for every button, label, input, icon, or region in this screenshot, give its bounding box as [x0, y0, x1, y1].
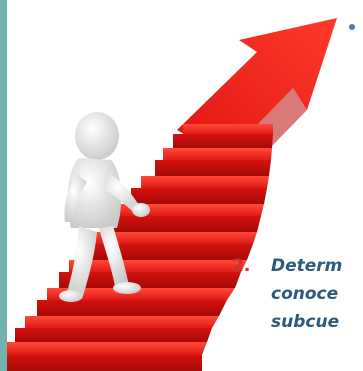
list-item-first-line: 2. Determ — [232, 252, 363, 280]
list-item-text-line-3: subcue — [271, 312, 340, 332]
slide-frame-border — [0, 0, 7, 371]
numbered-list-item: 2. Determ conoce subcue — [232, 252, 363, 336]
climbing-figure — [59, 112, 150, 302]
red-staircase — [7, 124, 273, 371]
list-item-text-line-1: Determ — [271, 256, 343, 276]
bullet-dot — [349, 24, 355, 30]
staircase-arrow-illustration — [7, 18, 337, 371]
list-item-number: 2. — [232, 256, 251, 276]
list-item-text-line-2: conoce — [271, 284, 339, 304]
